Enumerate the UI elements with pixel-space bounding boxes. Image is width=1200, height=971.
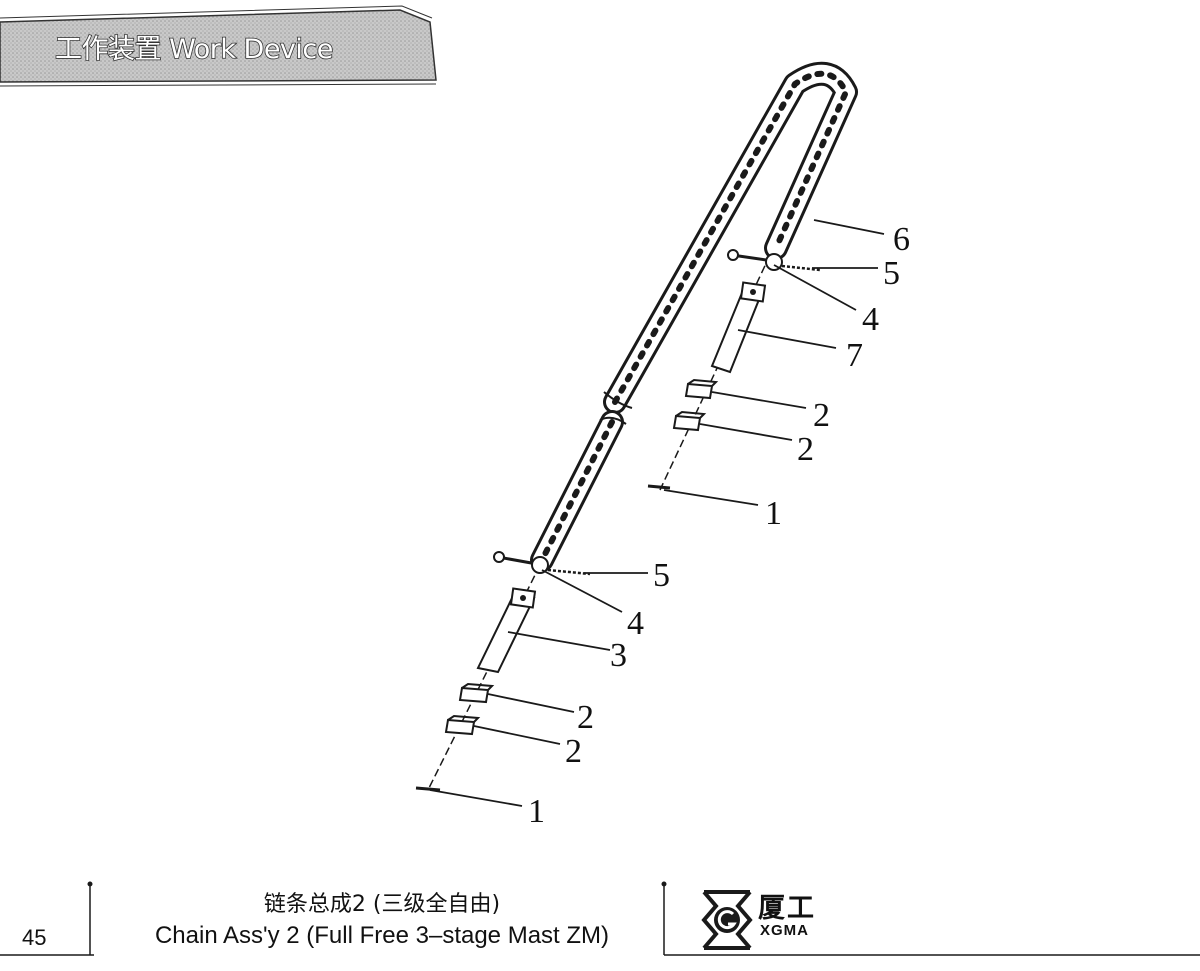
callout-7: 7	[846, 337, 863, 374]
callout-5-right: 5	[883, 255, 900, 292]
header-title: 工作装置 Work Device	[55, 34, 333, 65]
footer-title-chinese: 链条总成2 (三级全自由)	[263, 892, 501, 917]
callout-2-right-lower: 2	[797, 431, 814, 468]
brand-name-english: XGMA	[760, 922, 809, 939]
callout-1-left: 1	[528, 793, 545, 830]
callout-1-right: 1	[765, 495, 782, 532]
callout-3: 3	[610, 637, 627, 674]
page-number: 45	[22, 925, 47, 950]
callout-4-left: 4	[627, 605, 644, 642]
header-banner: 工作装置 Work Device	[0, 5, 437, 87]
callout-5-left: 5	[653, 557, 670, 594]
brand-name-chinese: 厦工	[758, 893, 816, 924]
callout-4-right: 4	[862, 301, 879, 338]
callout-2-left-upper: 2	[577, 699, 594, 736]
footer-title-english: Chain Ass'y 2 (Full Free 3–stage Mast ZM…	[154, 922, 610, 949]
callout-2-right-upper: 2	[813, 397, 830, 434]
right-anchor-assembly	[647, 249, 821, 491]
left-anchor-assembly	[415, 551, 591, 792]
leader-lines	[429, 219, 885, 807]
callout-numbers: 1 2 2 3 4 5 1 2 2 7 4 5 6	[528, 221, 910, 830]
xgma-logo-icon	[701, 890, 753, 950]
callout-2-left-lower: 2	[565, 733, 582, 770]
callout-6: 6	[893, 221, 910, 258]
footer-frame	[0, 881, 1200, 956]
